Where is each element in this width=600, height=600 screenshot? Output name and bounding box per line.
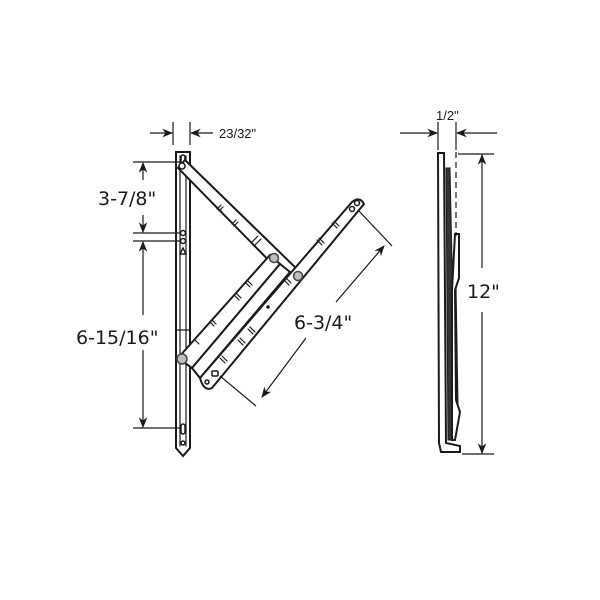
dim-label-track-width: 23/32" xyxy=(219,126,257,141)
dim-depth: 1/2" xyxy=(400,108,497,138)
lower-link-arm xyxy=(176,252,292,380)
upper-arm xyxy=(176,158,302,284)
front-view: 23/32" 3-7/8" 6-15/16" 6-3/4" xyxy=(76,122,393,458)
dim-label-arm-length: 6-3/4" xyxy=(294,312,352,334)
dim-label-top-spacing: 3-7/8" xyxy=(98,188,156,210)
sash-arm xyxy=(194,198,366,390)
side-view: 1/2" 12" xyxy=(400,108,500,455)
dim-label-depth: 1/2" xyxy=(436,108,459,123)
dim-arm-length: 6-3/4" xyxy=(219,209,393,407)
dim-label-lower-spacing: 6-15/16" xyxy=(76,327,158,349)
dim-track-width: 23/32" xyxy=(150,122,257,145)
vertical-track xyxy=(175,151,191,458)
dim-top-spacing: 3-7/8" xyxy=(98,161,180,234)
dim-label-overall-length: 12" xyxy=(467,281,500,303)
dim-lower-spacing: 6-15/16" xyxy=(76,240,180,429)
dim-overall-length: 12" xyxy=(458,153,500,455)
side-profile xyxy=(436,122,462,453)
